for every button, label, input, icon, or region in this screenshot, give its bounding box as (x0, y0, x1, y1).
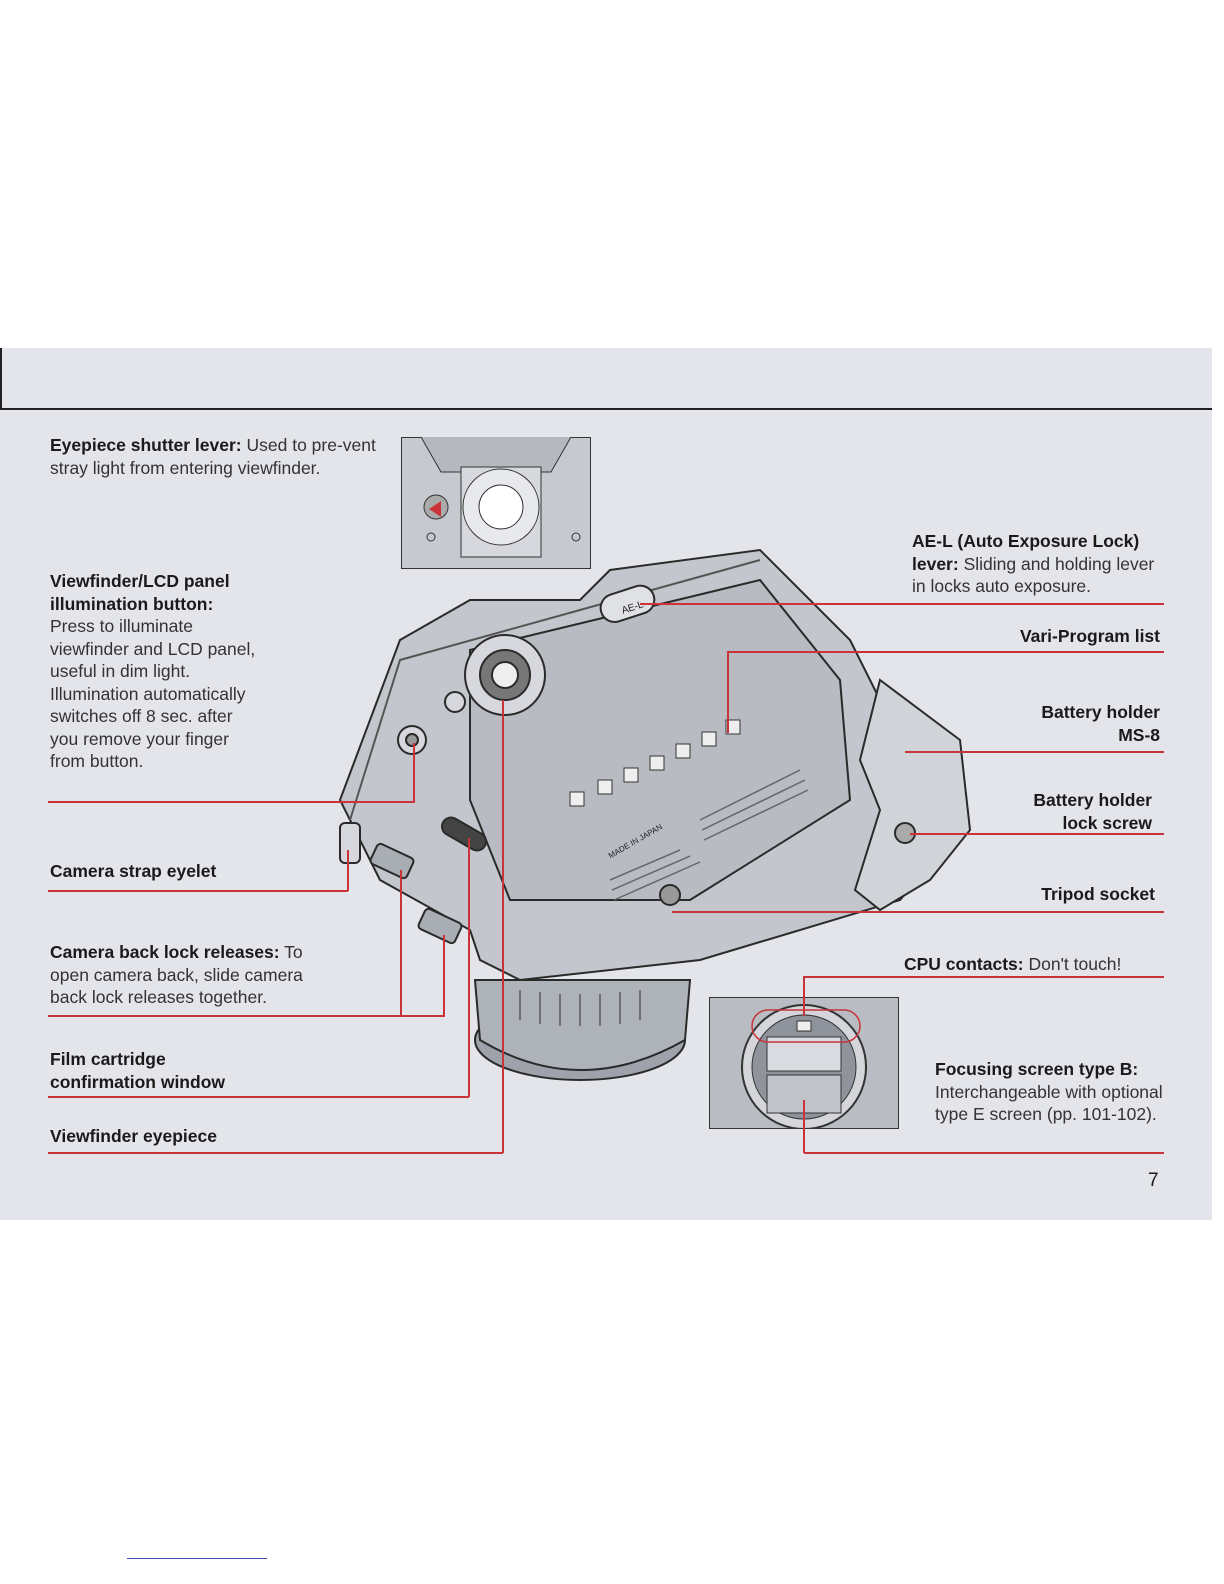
back-lock-leader-v1 (400, 870, 402, 1016)
tripod-title: Tripod socket (1041, 884, 1155, 904)
back-lock-text: To open camera back, slide camera back l… (50, 942, 303, 1007)
strap-eyelet-title: Camera strap eyelet (50, 861, 217, 881)
illumination-leader-v (413, 743, 415, 802)
strap-eyelet-leader (48, 890, 348, 892)
cpu-callout: CPU contacts: Don't touch! (904, 953, 1164, 976)
vari-program-callout: Vari-Program list (960, 625, 1160, 648)
film-window-leader-v (468, 838, 470, 1097)
back-lock-callout: Camera back lock releases: To open camer… (50, 941, 340, 1009)
inset-eyepiece-shutter (401, 437, 591, 569)
film-window-callout: Film cartridge confirmation window (50, 1048, 260, 1093)
focusing-screen-title: Focusing screen type B: (935, 1059, 1139, 1079)
tripod-callout: Tripod socket (980, 883, 1155, 906)
back-lock-leader-v2 (443, 935, 445, 1016)
vari-program-leader-v (727, 651, 729, 733)
battery-screw-leader (910, 833, 1164, 835)
eyepiece-leader-v (502, 700, 504, 1153)
battery-holder-callout: Battery holder MS-8 (1010, 701, 1160, 746)
page-edge (0, 348, 2, 410)
illumination-button-text: Press to illuminate viewfinder and LCD p… (50, 616, 256, 771)
eyepiece-shutter-callout: Eyepiece shutter lever: Used to pre-vent… (50, 434, 395, 479)
battery-screw-title: Battery holder lock screw (1033, 790, 1152, 833)
battery-holder-leader (905, 751, 1164, 753)
cpu-leader (804, 976, 1164, 978)
eyepiece-leader (48, 1152, 503, 1154)
vari-program-leader (728, 651, 1164, 653)
eyepiece-shutter-text: Used to pre-vent stray light from enteri… (50, 435, 376, 478)
top-rule (0, 408, 1212, 410)
strap-eyelet-callout: Camera strap eyelet (50, 860, 216, 883)
eyepiece-callout: Viewfinder eyepiece (50, 1125, 217, 1148)
page-number: 7 (1148, 1170, 1159, 1191)
cpu-title: CPU contacts: (904, 954, 1024, 974)
footer-link-underline (127, 1558, 267, 1559)
illumination-button-callout: Viewfinder/LCD panel illumination button… (50, 570, 260, 773)
strap-eyelet-leader-v (347, 850, 349, 891)
battery-holder-title: Battery holder MS-8 (1041, 702, 1160, 745)
eyepiece-shutter-title: Eyepiece shutter lever: (50, 435, 242, 455)
back-lock-title: Camera back lock releases: (50, 942, 280, 962)
ael-text: Sliding and holding lever in locks auto … (912, 553, 1155, 597)
tripod-leader (672, 911, 1164, 913)
ael-title: AE-L (Auto Exposure Lock) lever: (912, 531, 1140, 574)
film-window-title: Film cartridge confirmation window (50, 1049, 225, 1092)
vari-program-title: Vari-Program list (1019, 626, 1160, 646)
illumination-button-title: Viewfinder/LCD panel illumination button… (50, 571, 230, 614)
ael-callout: AE-L (Auto Exposure Lock) lever: Sliding… (912, 530, 1172, 598)
battery-screw-callout: Battery holder lock screw (1000, 789, 1152, 834)
cpu-text: Don't touch! (1023, 954, 1122, 974)
back-lock-leader (48, 1015, 445, 1017)
focusing-screen-leader-v (803, 1100, 805, 1153)
focusing-screen-text: Interchangeable with optional type E scr… (935, 1081, 1163, 1125)
ael-leader (640, 603, 1164, 605)
eyepiece-title: Viewfinder eyepiece (50, 1126, 217, 1146)
cpu-leader-v (803, 976, 805, 1016)
illumination-leader (48, 801, 415, 803)
film-window-leader (48, 1096, 469, 1098)
focusing-screen-leader (804, 1152, 1164, 1154)
focusing-screen-callout: Focusing screen type B:Interchangeable w… (935, 1058, 1165, 1126)
